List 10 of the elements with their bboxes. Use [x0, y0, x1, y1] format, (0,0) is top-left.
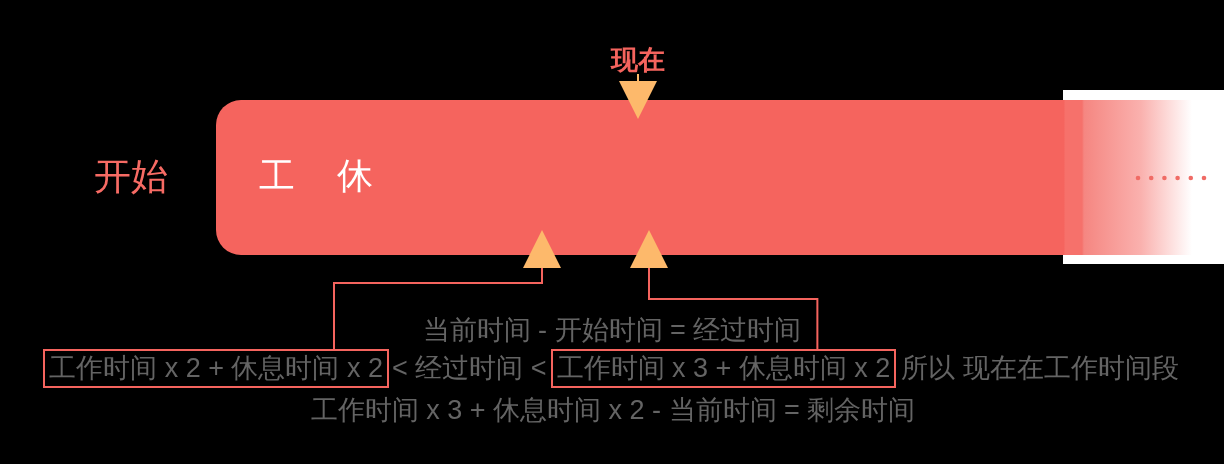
- start-label: 开始: [94, 158, 168, 195]
- formula-text: 当前时间 - 开始时间 = 经过时间: [422, 314, 802, 346]
- arrow: [630, 230, 819, 350]
- conclusion-text: 所以 现在在工作时间段: [901, 352, 1179, 385]
- highlighted-formula: 工作时间 x 2 + 休息时间 x 2: [43, 349, 389, 388]
- comparison-text: < 经过时间 <: [391, 352, 547, 385]
- highlighted-formula: 工作时间 x 3 + 休息时间 x 2: [550, 349, 897, 388]
- formula-text: 工作时间 x 3 + 休息时间 x 2 - 当前时间 = 剩余时间: [310, 394, 916, 426]
- arrow: [333, 230, 561, 350]
- now-label: 现在: [611, 47, 665, 74]
